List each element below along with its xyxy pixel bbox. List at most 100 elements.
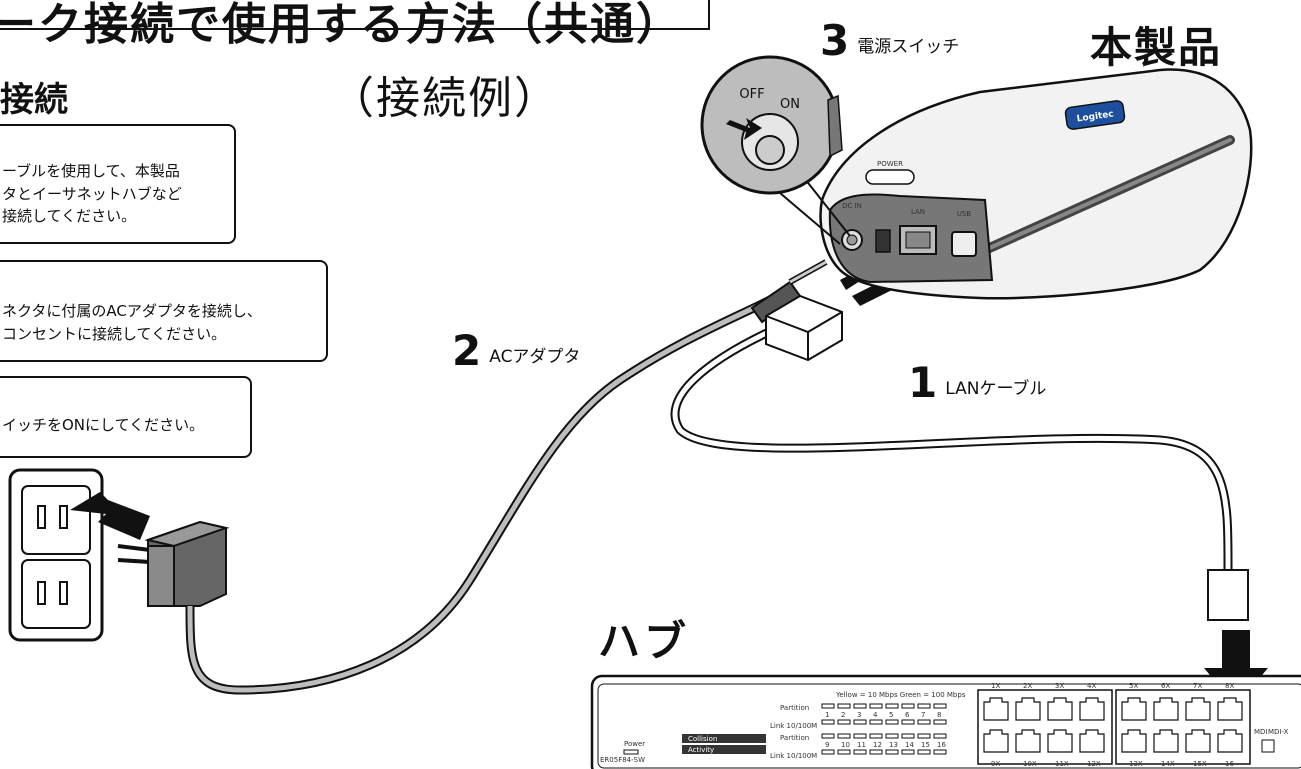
hub-led-number: 2: [841, 711, 845, 719]
hub-led-number: 6: [905, 711, 910, 719]
hub-led: [885, 703, 899, 709]
hub-port: [1217, 729, 1243, 753]
hub-led: [837, 733, 851, 739]
hub-led: [933, 719, 947, 725]
hub-port-label: 16: [1225, 760, 1234, 768]
hub-port-label: 5X: [1129, 682, 1138, 690]
hub-port: [1185, 729, 1211, 753]
hub-mdix: MDI-X: [1268, 728, 1289, 736]
hub-led-number: 8: [937, 711, 941, 719]
hub-port: [1185, 697, 1211, 721]
hub-port: [1047, 697, 1073, 721]
hub-led: [837, 749, 851, 755]
hub-led-number: 14: [905, 741, 914, 749]
instruction-line: ネクタに付属のACアダプタを接続し、: [2, 302, 262, 320]
product-label: 本製品: [1090, 23, 1223, 72]
hub-led: [917, 749, 931, 755]
hub-port: [1121, 697, 1147, 721]
hub-led: [853, 749, 867, 755]
hub-port-label: 3X: [1055, 682, 1064, 690]
hub-port-label: 9X: [991, 760, 1000, 768]
hub-device: Power ER05F84-SW Collision Activity Yell…: [590, 674, 1301, 769]
wall-outlet: [8, 468, 104, 642]
hub-led-number: 16: [937, 741, 946, 749]
hub-led: [837, 703, 851, 709]
step-number: 2: [452, 326, 482, 375]
hub-port: [1015, 729, 1041, 753]
hub-port-label: 7X: [1193, 682, 1202, 690]
hub-led: [853, 703, 867, 709]
hub-power-label: Power: [624, 740, 645, 748]
port-label-usb: USB: [957, 210, 972, 218]
hub-port: [1079, 729, 1105, 753]
switch-callout: OFF ON: [700, 55, 851, 245]
hub-led-number: 15: [921, 741, 930, 749]
hub-led: [869, 703, 883, 709]
hub-port: [1121, 729, 1147, 753]
hub-led-number: 12: [873, 741, 882, 749]
hub-partition-1: Partition: [780, 704, 809, 712]
hub-collision: Collision: [688, 735, 717, 743]
lan-plug-device: [765, 294, 843, 362]
step-number: 1: [908, 358, 938, 407]
title-frame: [0, 0, 710, 30]
hub-label: ハブ: [598, 617, 691, 666]
hub-port-label: 1X: [991, 682, 1000, 690]
step-text: ACアダプタ: [489, 346, 581, 367]
ac-adapter: [117, 520, 230, 607]
step-2-label: 2 ACアダプタ: [452, 330, 580, 372]
hub-led: [821, 749, 835, 755]
hub-port-label: 6X: [1161, 682, 1170, 690]
hub-port: [1217, 697, 1243, 721]
hub-led: [869, 733, 883, 739]
hub-led-number: 5: [889, 711, 893, 719]
switch-on-label: ON: [780, 97, 800, 112]
hub-led: [885, 733, 899, 739]
instruction-line: タとイーサネットハブなど: [2, 184, 182, 203]
hub-led-number: 3: [857, 711, 861, 719]
hub-led-number: 7: [921, 711, 925, 719]
hub-port-label: 2X: [1023, 682, 1032, 690]
hub-port-label: 10X: [1023, 760, 1037, 768]
instruction-line: ーブルを使用して、本製品: [2, 162, 180, 180]
hub-port-label: 13X: [1129, 760, 1143, 768]
switch-off-label: OFF: [739, 87, 764, 102]
hub-port-label: 15X: [1193, 760, 1207, 768]
hub-port-label: 11X: [1055, 760, 1069, 768]
hub-led: [853, 719, 867, 725]
hub-model: ER05F84-SW: [600, 756, 645, 764]
hub-activity: Activity: [688, 746, 714, 754]
hub-mdi: MDI: [1254, 728, 1268, 736]
device-power-label: POWER: [877, 160, 903, 168]
port-label-lan: LAN: [911, 208, 925, 216]
hub-link-1: Link 10/100M: [770, 722, 817, 730]
hub-led: [901, 733, 915, 739]
hub-port: [1015, 697, 1041, 721]
port-label-dcin: DC IN: [842, 202, 862, 210]
step-1-label: 1 LANケーブル: [908, 362, 1046, 404]
hub-port: [983, 697, 1009, 721]
hub-led: [901, 703, 915, 709]
product-device: DC IN LAN USB POWER Logitec: [819, 68, 1253, 300]
hub-port-label: 8X: [1225, 682, 1234, 690]
instruction-line: コンセントに接続してください。: [2, 324, 227, 343]
hub-led-number: 10: [841, 741, 850, 749]
example-label: （接続例）: [330, 73, 560, 124]
hub-port: [1153, 729, 1179, 753]
instruction-box-1: ーブルを使用して、本製品 タとイーサネットハブなど 接続してください。: [0, 124, 236, 244]
hub-led: [885, 719, 899, 725]
section-heading: 接続: [0, 80, 68, 120]
hub-link-2: Link 10/100M: [770, 752, 817, 760]
lan-plug-hub: [1207, 569, 1249, 621]
page-title: ーク接続で使用する方法（共通）: [0, 0, 682, 50]
instruction-line: イッチをONにしてください。: [2, 416, 205, 434]
step-text: LANケーブル: [945, 378, 1047, 399]
hub-led: [885, 749, 899, 755]
step-text: 電源スイッチ: [857, 36, 960, 57]
hub-led-number: 9: [825, 741, 829, 749]
hub-led: [933, 703, 947, 709]
hub-led-number: 13: [889, 741, 898, 749]
hub-led-number: 4: [873, 711, 878, 719]
